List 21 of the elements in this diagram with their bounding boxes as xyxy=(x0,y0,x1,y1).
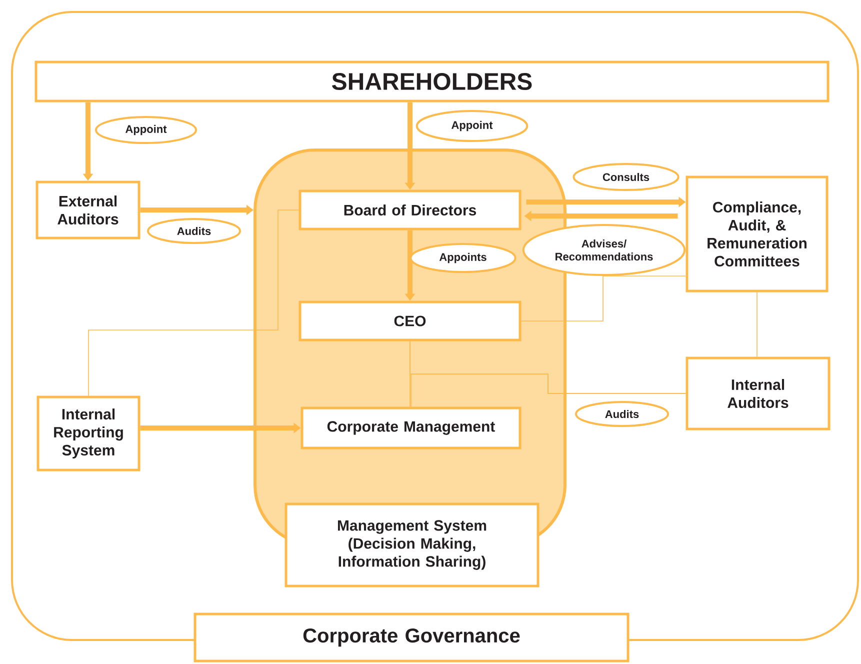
process-box: Management System (Decision Making, Information Sharing) xyxy=(284,502,540,588)
title-box: Corporate Governance xyxy=(194,612,630,662)
process-box: Internal Auditors xyxy=(686,356,830,430)
connector-line xyxy=(756,292,758,358)
process-box: Board of Directors xyxy=(298,190,522,230)
edge-label: Consults xyxy=(572,163,680,191)
process-box: Internal Reporting System xyxy=(36,396,140,472)
connector-line xyxy=(88,210,300,396)
edge-label: Advises/ Recommendations xyxy=(522,224,686,276)
process-box: CEO xyxy=(298,300,522,342)
edge-label: Audits xyxy=(575,401,669,427)
connector-line xyxy=(410,374,686,408)
process-box: External Auditors xyxy=(36,180,140,240)
banner-box: SHAREHOLDERS xyxy=(34,60,830,102)
connector-line xyxy=(520,276,686,322)
edge-label: Appoint xyxy=(95,116,197,144)
process-box: Compliance, Audit, & Remuneration Committees xyxy=(686,176,828,292)
process-box: Corporate Management xyxy=(300,406,522,450)
edge-label: Audits xyxy=(147,218,241,244)
edge-label: Appoint xyxy=(416,110,528,142)
edge-label: Appoints xyxy=(410,243,516,273)
